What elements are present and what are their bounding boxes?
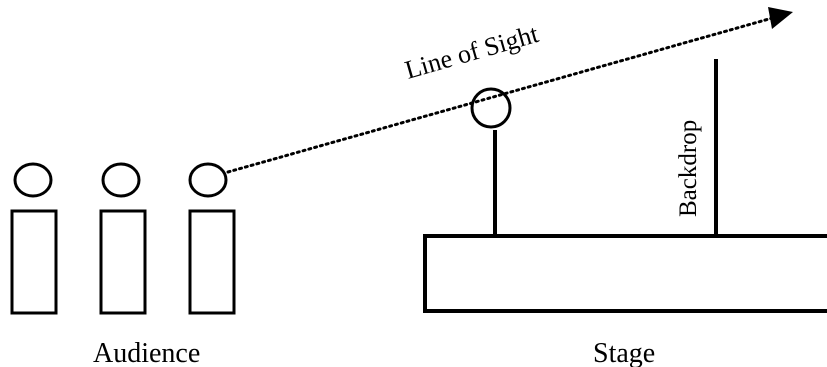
stage-label: Stage bbox=[593, 338, 655, 367]
actor bbox=[470, 87, 512, 235]
stage-platform bbox=[423, 234, 827, 313]
audience-member-3 bbox=[188, 162, 236, 315]
audience-member-2 bbox=[99, 162, 147, 315]
arrow-head-icon bbox=[768, 7, 793, 29]
backdrop-label: Backdrop bbox=[675, 120, 702, 217]
actor-head bbox=[470, 87, 512, 129]
audience-member-3-head bbox=[188, 162, 228, 198]
audience-member-1-head bbox=[13, 162, 53, 198]
line-of-sight-dotted-line bbox=[226, 15, 778, 174]
audience-member-2-head bbox=[101, 162, 141, 198]
audience-member-1 bbox=[10, 162, 58, 315]
audience-label: Audience bbox=[93, 338, 200, 367]
line-of-sight-label: Line of Sight bbox=[402, 19, 543, 85]
audience-member-3-body bbox=[188, 209, 236, 315]
line-of-sight-arrow bbox=[226, 7, 793, 174]
audience-member-2-body bbox=[99, 209, 147, 315]
audience-member-1-body bbox=[10, 209, 58, 315]
